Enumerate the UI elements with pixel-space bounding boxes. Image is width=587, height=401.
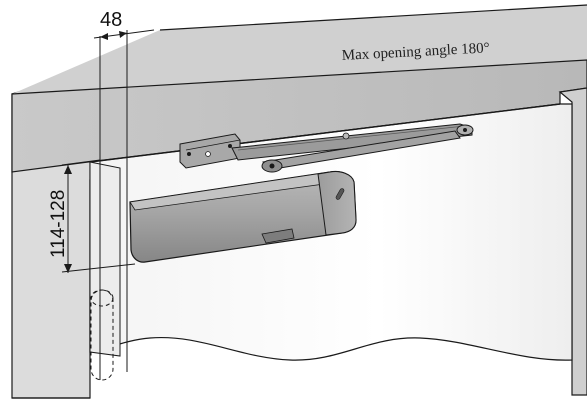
frame-header-front	[11, 59, 587, 173]
door-edge-top	[89, 103, 561, 163]
arm-mounting-plate	[179, 133, 241, 169]
header-caption: Max opening angle 180°	[341, 40, 490, 64]
closer-arm	[231, 123, 474, 173]
door-left-edge	[89, 161, 121, 357]
height-dimension: 114-128	[48, 159, 136, 273]
height-dimension-label: 114-128	[48, 190, 69, 258]
frame-header-top	[12, 5, 587, 94]
frame-header-edge	[159, 4, 587, 31]
door-closer-body	[129, 170, 357, 263]
width-dimension-label: 48	[100, 9, 122, 31]
frame-right-reveal	[558, 87, 587, 396]
hinge-hole	[90, 289, 114, 381]
width-dimension: 48	[93, 9, 155, 380]
